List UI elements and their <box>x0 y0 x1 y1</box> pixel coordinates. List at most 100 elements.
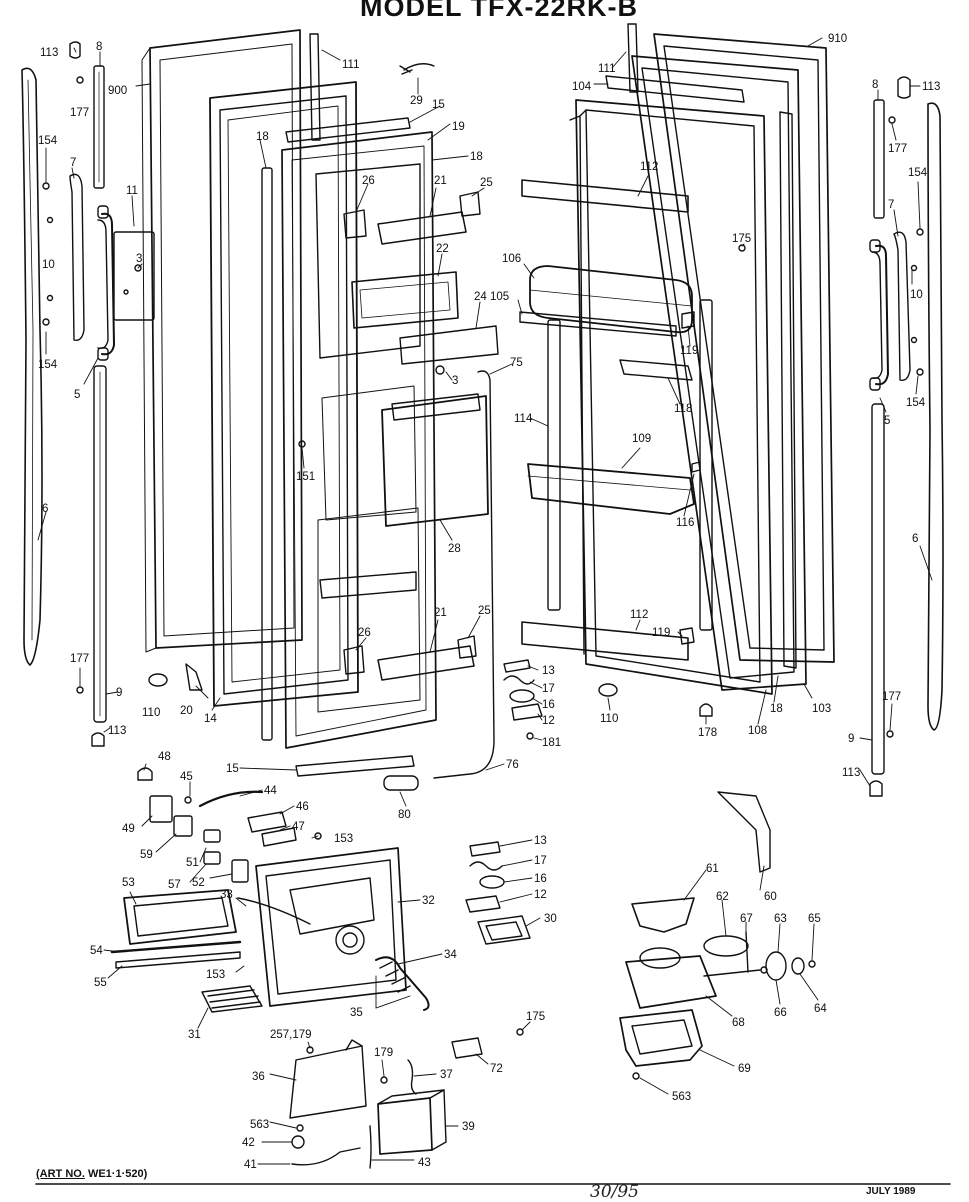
callout: 177 <box>70 653 89 665</box>
retainer-119 <box>679 311 695 645</box>
callout: 7 <box>888 199 894 211</box>
cam-parts-13-17-16-12-lower <box>465 841 505 913</box>
wire-33 <box>237 897 311 925</box>
callout: 114 <box>514 413 533 425</box>
right-trim-strip <box>927 102 944 731</box>
wire-harness-29 <box>399 63 435 75</box>
upper-clip-26 <box>343 209 367 239</box>
left-trim-strip <box>21 67 43 666</box>
callout: 178 <box>698 727 717 739</box>
strip-111-right <box>627 23 639 93</box>
callout: 25 <box>478 605 491 617</box>
callout: 111 <box>342 59 359 71</box>
callout: 151 <box>296 471 315 483</box>
callout: 8 <box>872 79 878 91</box>
callout: 910 <box>828 33 847 45</box>
freezer-shelf-22 <box>351 271 459 329</box>
callout: 57 <box>168 879 181 891</box>
clips-175-116 <box>691 244 746 473</box>
callout: 119 <box>680 345 698 357</box>
left-cap-strip <box>93 65 105 189</box>
callout: 29 <box>410 95 423 107</box>
frame-53-54-55 <box>110 889 242 969</box>
callout: 10 <box>42 259 55 271</box>
callout: 26 <box>358 627 371 639</box>
callout: 19 <box>452 121 465 133</box>
callout: 9 <box>848 733 854 745</box>
bucket-base-69 <box>619 1009 703 1067</box>
lower-bin-bar-21 <box>377 645 475 681</box>
butter-bin-106 <box>529 265 693 334</box>
callout: 153 <box>206 969 225 981</box>
bumpers-110-20 <box>148 365 445 691</box>
callout: 18 <box>470 151 483 163</box>
fresh-food-gasket-103 <box>631 55 807 691</box>
actuator-44-46-47 <box>198 790 297 847</box>
callout: 46 <box>296 801 309 813</box>
callout: 20 <box>180 705 193 717</box>
callout: 108 <box>748 725 767 737</box>
box-39 <box>377 1089 447 1155</box>
bumper-110-right <box>598 683 618 697</box>
shelf-front-24 <box>399 325 499 365</box>
clip-72 <box>451 1037 483 1059</box>
callout: 18 <box>256 131 269 143</box>
freezer-door-gasket <box>209 81 359 707</box>
left-handle <box>97 205 115 361</box>
callout: 15 <box>226 763 239 775</box>
callout: 22 <box>436 243 449 255</box>
art-number: (ART NO. WE1·1·520) <box>36 1168 147 1180</box>
callout: 175 <box>732 233 751 245</box>
switch-parts-48-49-59-51-57-52 <box>137 767 322 883</box>
callout: 52 <box>192 877 205 889</box>
callout: 25 <box>480 177 493 189</box>
callout: 54 <box>90 945 103 957</box>
callout: 257,179 <box>270 1029 312 1041</box>
callout: 66 <box>774 1007 787 1019</box>
callout: 49 <box>122 823 135 835</box>
callout: 8 <box>96 41 102 53</box>
grille-31 <box>201 985 263 1013</box>
callout: 113 <box>922 81 940 93</box>
upper-bin-bar-21 <box>377 211 467 245</box>
callout: 105 <box>490 291 509 303</box>
callout: 106 <box>502 253 521 265</box>
callout: 6 <box>912 533 918 545</box>
door-bin-109 <box>527 463 695 515</box>
callout: 111 <box>598 63 615 75</box>
callout: 80 <box>398 809 411 821</box>
callout: 44 <box>264 785 277 797</box>
upper-shelf-bar-112 <box>521 179 689 213</box>
callout: 5 <box>884 415 890 427</box>
auger-parts-63-64-65-66 <box>760 951 816 981</box>
callout: 72 <box>490 1063 503 1075</box>
callout-labels: 113 8 177 900 111 29 15 19 18 18 154 7 1… <box>38 33 940 1171</box>
upper-clip-25 <box>459 191 481 217</box>
lower-clip-26 <box>343 645 365 675</box>
callout: 42 <box>242 1137 255 1149</box>
disc-62 <box>703 935 749 957</box>
cam-parts-13-17-16-12 <box>503 659 543 740</box>
callout: 68 <box>732 1017 745 1029</box>
callout: 69 <box>738 1063 751 1075</box>
wire-76-75 <box>433 370 495 779</box>
rod-67 <box>703 931 761 977</box>
lower-shelf-bar-112 <box>521 621 689 661</box>
callout: 16 <box>542 699 555 711</box>
footer-date: JULY 1989 <box>866 1186 916 1197</box>
callout: 113 <box>40 47 58 59</box>
callout: 61 <box>706 863 719 875</box>
freezer-door-liner <box>281 131 437 749</box>
callout: 12 <box>542 715 555 727</box>
callout: 33 <box>220 889 233 901</box>
callout: 41 <box>244 1159 257 1171</box>
callout: 18 <box>770 703 783 715</box>
callout: 175 <box>526 1011 545 1023</box>
callout: 15 <box>432 99 445 111</box>
callout: 36 <box>252 1071 265 1083</box>
callout: 181 <box>542 737 561 749</box>
callout: 21 <box>434 175 447 187</box>
bottom-cap-15 <box>295 755 415 777</box>
